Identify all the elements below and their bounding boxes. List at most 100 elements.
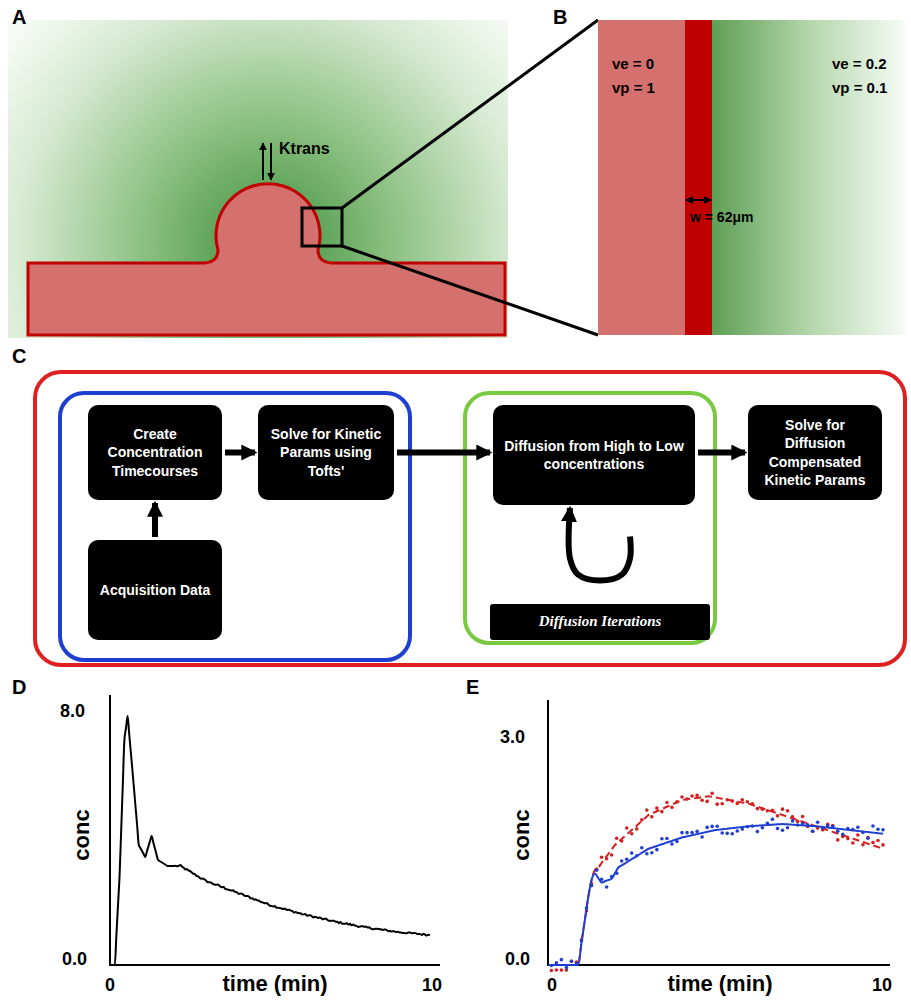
sample-dot (856, 833, 860, 837)
sample-dot (881, 843, 885, 847)
sample-dot (710, 791, 714, 795)
sample-dot (771, 817, 775, 821)
box-text: Acquisition Data (100, 581, 210, 599)
sample-dot (645, 852, 649, 856)
process-box: Solve for Kinetic Params using Tofts' (258, 405, 394, 500)
sample-dot (715, 824, 719, 828)
sample-dot (640, 818, 644, 822)
zoom-line (342, 20, 598, 208)
sample-dot (720, 831, 724, 835)
sample-dot (816, 820, 820, 824)
axis-label: 10 (422, 976, 442, 996)
axis-label: ve = 0 (612, 56, 654, 73)
sample-dot (811, 829, 815, 833)
sample-dot (660, 810, 664, 814)
sample-dot (735, 829, 739, 833)
sample-dot (735, 802, 739, 806)
sample-dot (645, 808, 649, 812)
sample-dot (761, 807, 765, 811)
sample-dot (715, 802, 719, 806)
sample-dot (570, 959, 574, 963)
sample-dot (786, 809, 790, 813)
sample-dot (876, 839, 880, 843)
sample-dot (685, 831, 689, 835)
sample-dot (705, 826, 709, 830)
sample-dot (600, 855, 604, 859)
axis-label: w = 62μm (690, 210, 753, 225)
y-axis (109, 695, 111, 966)
process-box: Diffusion from High to Low concentration… (493, 405, 695, 505)
sample-dot (650, 851, 654, 855)
sample-dot (710, 825, 714, 829)
efflux-arrow (262, 143, 264, 180)
sample-dot (605, 857, 609, 861)
diffusion-frame (465, 393, 715, 643)
box-text: Diffusion Iterations (539, 612, 662, 632)
axis-label: 0 (547, 976, 557, 996)
panel-letter: A (12, 6, 26, 28)
sample-dot (781, 828, 785, 832)
sample-dot (580, 939, 584, 943)
panel-letter: E (466, 676, 479, 698)
sample-dot (680, 831, 684, 835)
sample-dot (766, 822, 770, 826)
sample-dot (640, 846, 644, 850)
sample-dot (791, 819, 795, 823)
sample-dot (630, 832, 634, 836)
width-arrow (686, 199, 711, 201)
sample-dot (625, 826, 629, 830)
box-text: Solve for Diffusion Compensated Kinetic … (756, 416, 874, 489)
axis-label: 3.0 (500, 728, 525, 748)
sample-dot (871, 824, 875, 828)
sample-dot (675, 800, 679, 804)
sample-dot (831, 825, 835, 829)
sample-dot (751, 824, 755, 828)
axis-label: ve = 0.2 (832, 56, 887, 73)
axis-label: time (min) (667, 972, 772, 996)
panel-letter: C (12, 345, 26, 367)
sample-dot (695, 830, 699, 834)
zoom-line (342, 246, 598, 335)
sample-dot (856, 825, 860, 829)
sample-dot (665, 801, 669, 805)
tissue-gradient (8, 20, 508, 338)
sample-dot (796, 823, 800, 827)
sample-dot (560, 958, 564, 962)
axis-label: 10 (872, 976, 892, 996)
axis-label: 0.0 (62, 950, 87, 970)
sample-dot (725, 798, 729, 802)
sample-dot (605, 885, 609, 889)
panel-letter: B (553, 6, 567, 28)
box-text: Diffusion from High to Low concentration… (501, 437, 687, 473)
process-box: Diffusion Iterations (490, 604, 710, 640)
sample-dot (801, 822, 805, 826)
sample-dot (610, 875, 614, 879)
sample-dot (700, 835, 704, 839)
axis-label: vp = 1 (612, 80, 655, 97)
vessel-wall (685, 20, 712, 335)
sample-dot (756, 807, 760, 811)
axis-label: conc (510, 809, 534, 860)
sample-dot (635, 854, 639, 858)
sample-dot (746, 800, 750, 804)
sample-dot (836, 829, 840, 833)
sample-dot (761, 826, 765, 830)
flow-arrow (698, 450, 745, 456)
x-axis (109, 964, 440, 966)
input-curve (110, 716, 430, 965)
sample-dot (725, 832, 729, 836)
axis-label: 0.0 (505, 950, 530, 970)
sample-dot (861, 831, 865, 835)
fitting-frame (60, 393, 410, 660)
box-text: Create Concentration Timecourses (96, 425, 214, 480)
flow-arrow (569, 508, 631, 581)
sample-dot (600, 877, 604, 881)
x-axis (547, 964, 890, 966)
sample-dot (570, 960, 574, 964)
axis-label: 0 (105, 976, 115, 996)
sample-dot (550, 969, 554, 973)
sample-dot (836, 838, 840, 842)
sample-dot (741, 827, 745, 831)
sample-dot (801, 815, 805, 819)
vessel (28, 184, 505, 335)
